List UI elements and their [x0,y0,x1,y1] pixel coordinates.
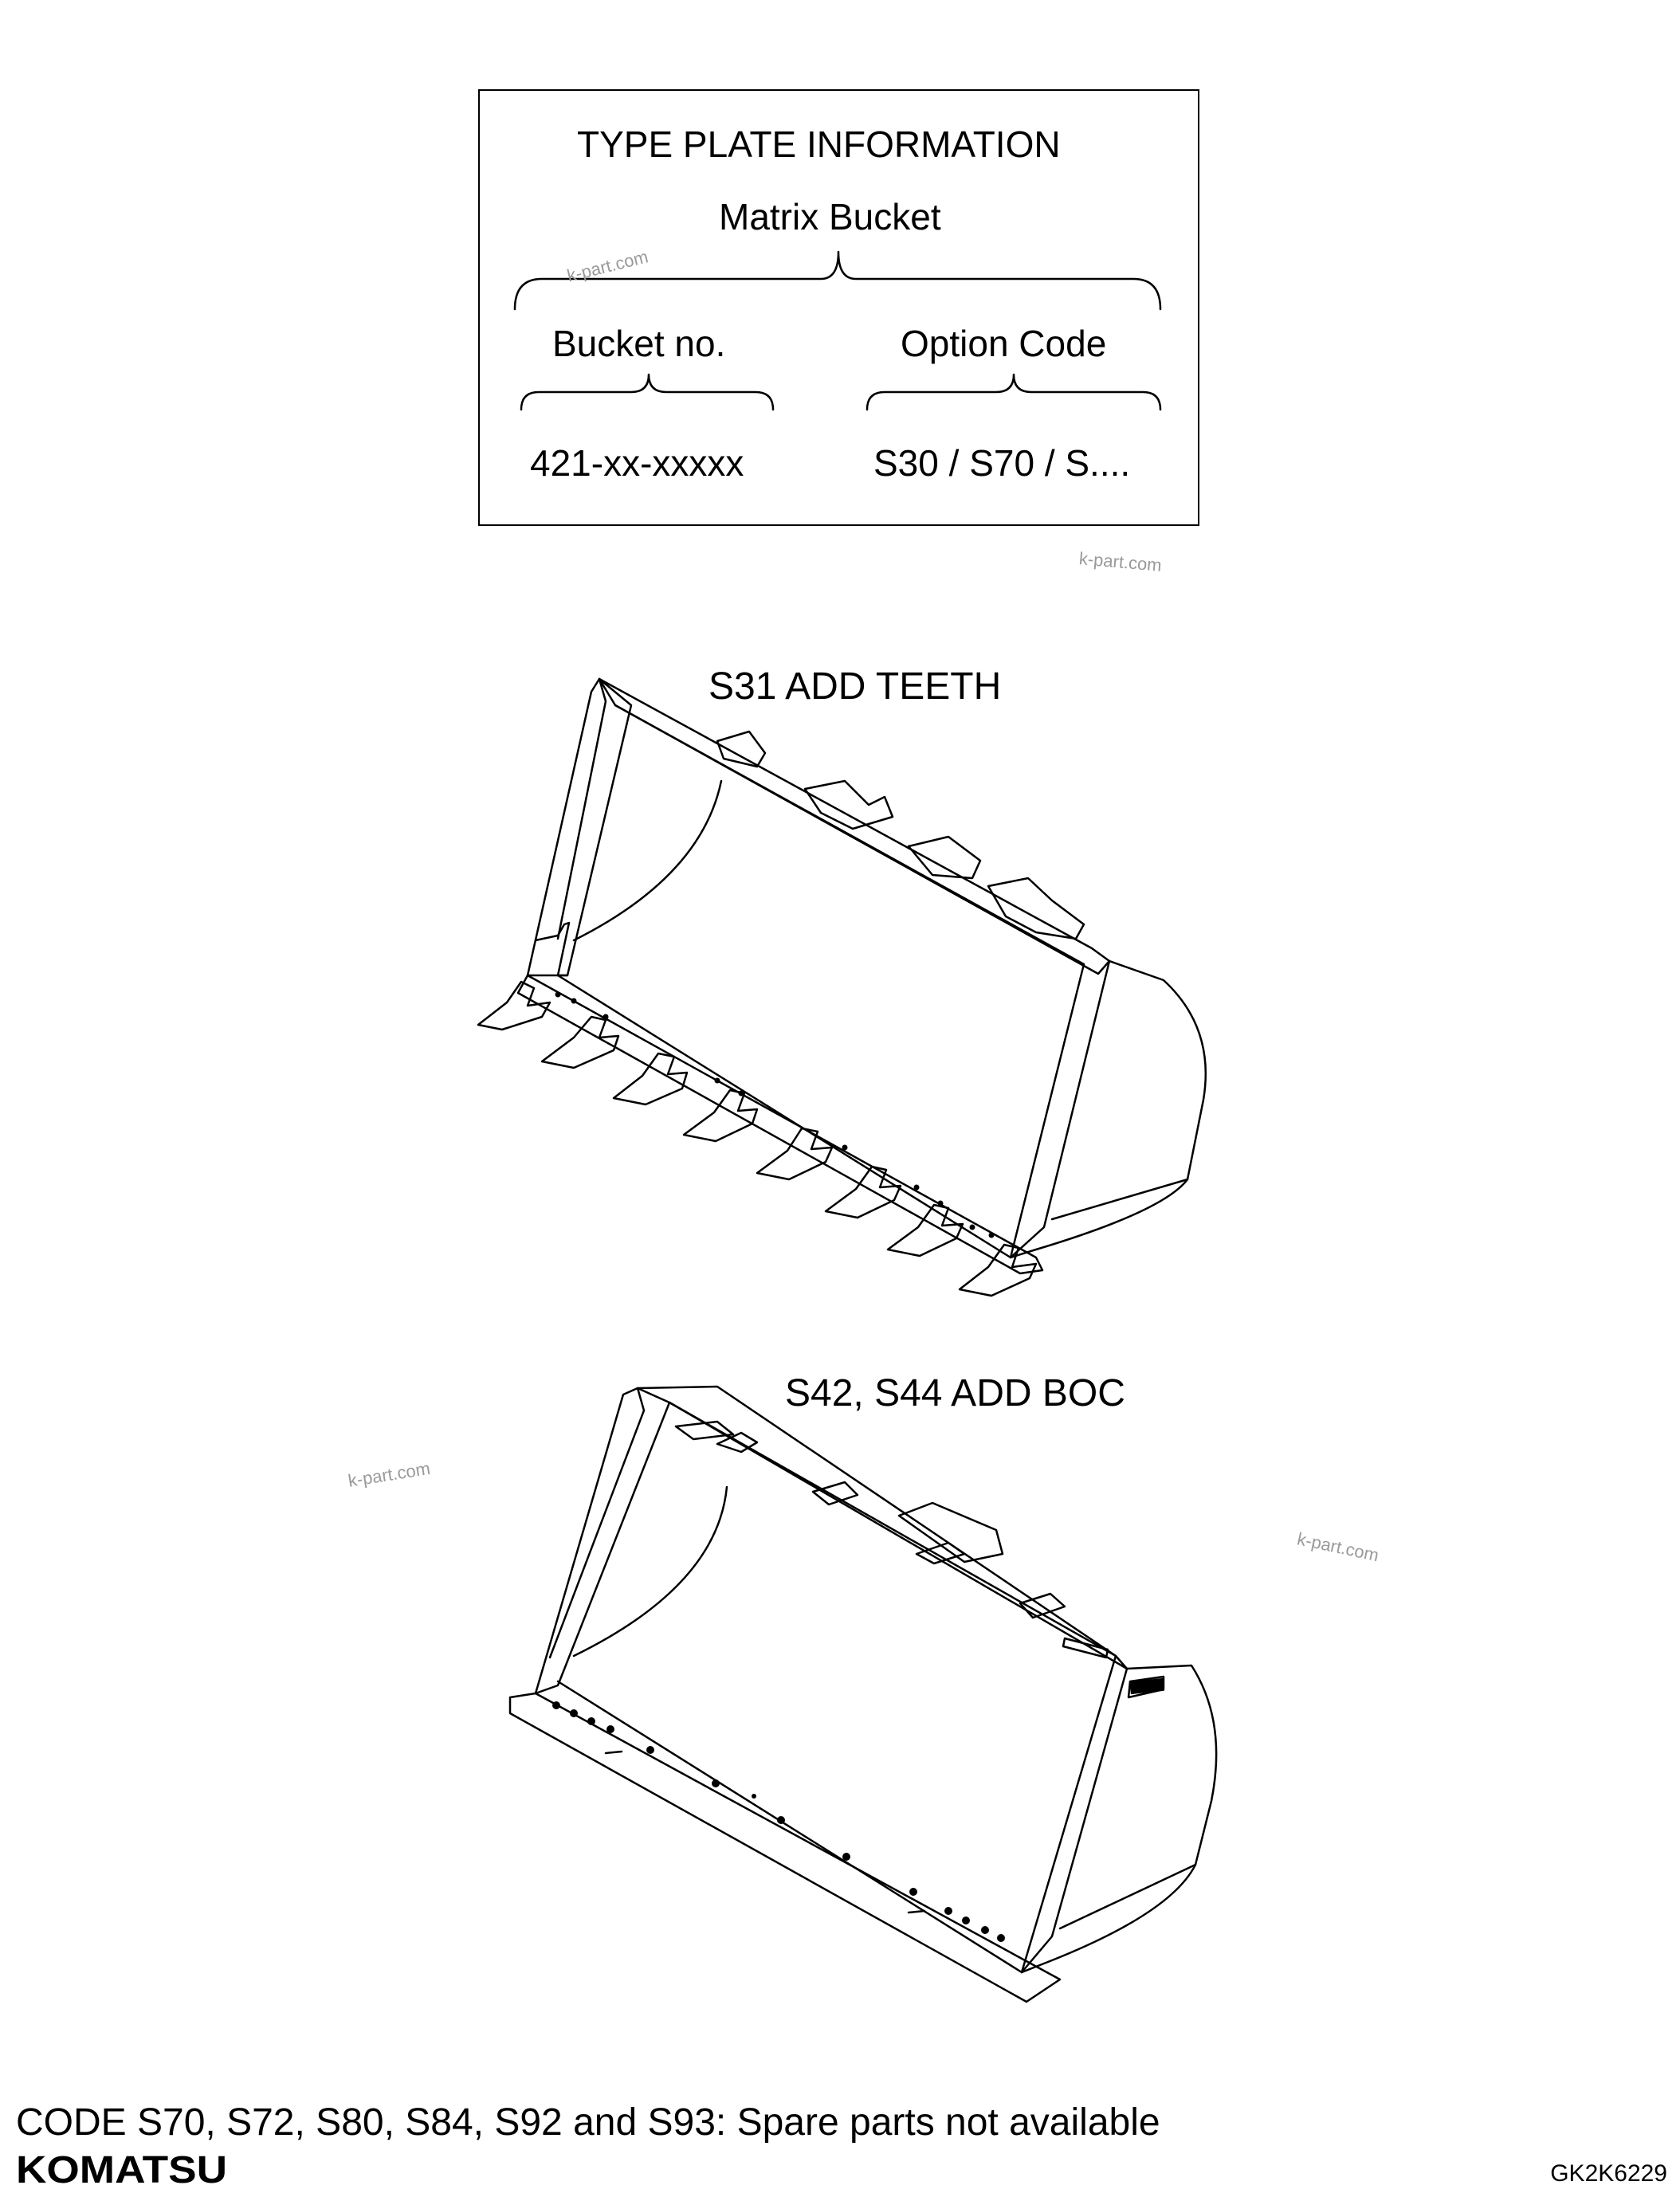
bucket-no-value: 421-xx-xxxxx [530,442,744,484]
brace-option-code [866,373,1162,411]
type-plate-box [478,89,1199,526]
tooth-5 [756,1127,834,1181]
bolt-holes [552,991,1005,1942]
type-plate-subtitle: Matrix Bucket [719,196,941,237]
spare-parts-note: CODE S70, S72, S80, S84, S92 and S93: Sp… [16,2101,1160,2144]
bucket-boc-caption: S42, S44 ADD BOC [785,1372,1125,1414]
drawing-code: GK2K6229 [1550,2160,1667,2187]
tooth-2 [540,1015,620,1069]
tooth-4 [682,1089,759,1143]
option-code-value: S30 / S70 / S.... [873,442,1131,484]
komatsu-logo: KOMATSU [16,2149,227,2187]
bucket-with-boc [508,1385,1218,2003]
bucket-with-teeth [477,677,1207,1297]
bucket-no-label: Bucket no. [552,323,726,364]
side-nameplate [1129,1677,1164,1695]
option-code-label: Option Code [901,323,1107,364]
tooth-1 [477,980,551,1031]
brace-matrix [513,250,1162,311]
brace-bucket-no [520,373,775,411]
tooth-3 [612,1052,689,1106]
svg-text:KOMATSU: KOMATSU [16,2149,227,2187]
tooth-6 [824,1165,902,1219]
type-plate-title: TYPE PLATE INFORMATION [577,124,1061,165]
tooth-7 [886,1203,964,1257]
tooth-8 [958,1243,1038,1297]
bucket-teeth-caption: S31 ADD TEETH [709,665,1002,708]
